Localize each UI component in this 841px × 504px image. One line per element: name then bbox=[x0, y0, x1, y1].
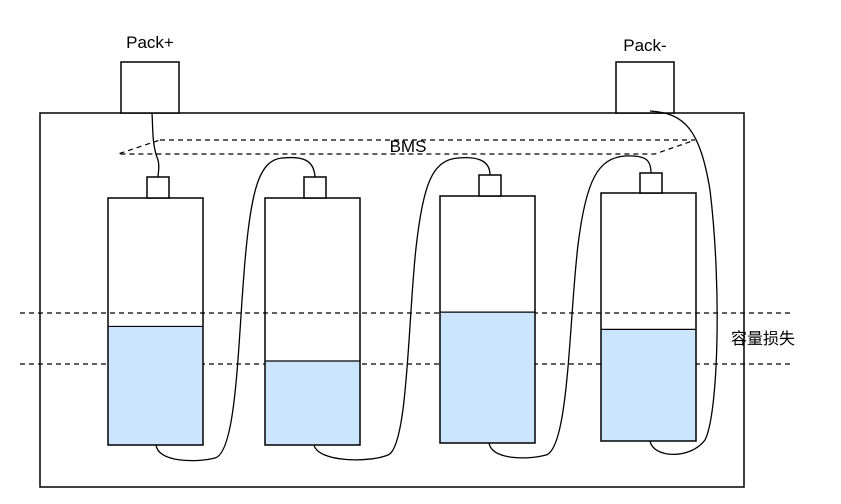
pack-minus-label: Pack- bbox=[623, 36, 666, 55]
pack-minus-terminal bbox=[615, 61, 675, 114]
pack-plus-label: Pack+ bbox=[126, 33, 174, 52]
cell-1-charge-fill bbox=[108, 326, 203, 445]
cell-3-charge-fill bbox=[440, 312, 535, 443]
wire-pack-plus-to-cell-1 bbox=[151, 112, 160, 178]
cell-4-charge-fill bbox=[601, 329, 696, 441]
wire-cell-1-to-cell-2 bbox=[155, 156, 316, 462]
bms-plane bbox=[117, 139, 696, 155]
wire-cell-2-to-cell-3 bbox=[313, 156, 491, 461]
pack-enclosure bbox=[39, 112, 745, 488]
wire-cell-3-to-cell-4 bbox=[488, 155, 652, 459]
cell-2-charge-fill bbox=[265, 361, 360, 445]
cell-3-terminal bbox=[478, 174, 502, 197]
pack-plus-terminal bbox=[120, 61, 180, 114]
bms-label: BMS bbox=[390, 137, 427, 156]
capacity-loss-label: 容量损失 bbox=[731, 329, 795, 348]
cell-4-terminal bbox=[639, 172, 663, 194]
cell-2-terminal bbox=[303, 176, 327, 199]
wire-cell-4-to-pack-minus bbox=[649, 110, 718, 455]
cell-1-terminal bbox=[146, 176, 170, 199]
